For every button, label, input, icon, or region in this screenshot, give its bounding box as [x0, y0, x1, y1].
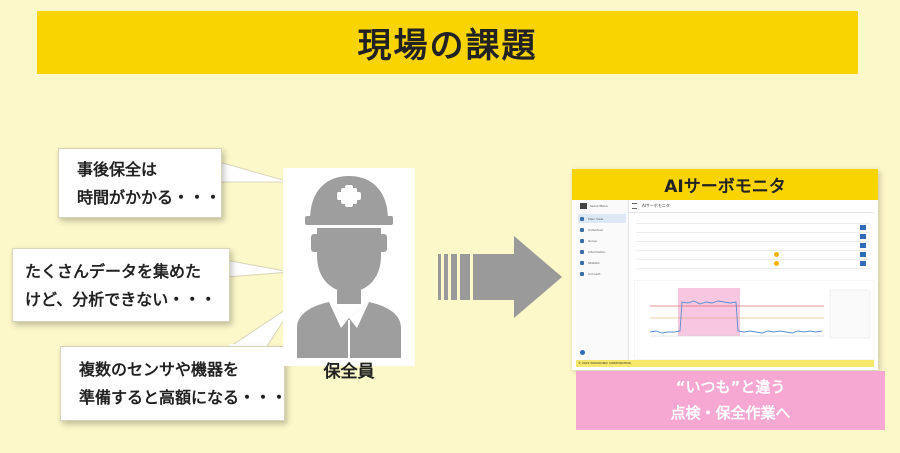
menu-icon [580, 271, 584, 276]
table-row[interactable] [636, 223, 870, 233]
table-row[interactable] [636, 241, 870, 251]
sidebar-item-main-view[interactable]: Main View [578, 214, 626, 223]
menu-icon [580, 216, 584, 221]
speech-bubble-3: 複数のセンサや機器を 準備すると高額になる・・・ [60, 346, 288, 421]
worker-icon [297, 176, 401, 358]
app-footer: © 2021 PANASONIC CORPORATION [576, 360, 874, 367]
bubble-text: 時間がかかる・・・ [77, 188, 222, 207]
bubble-text: けど、分析できない・・・ [25, 290, 217, 309]
sidebar-item-statistic[interactable]: Statistic [578, 258, 626, 267]
menu-icon [580, 227, 584, 232]
action-icon[interactable] [860, 225, 866, 230]
right-arrow-icon [438, 236, 562, 318]
sidebar-item-label: Individual [588, 227, 603, 232]
bubble-text: 事後保全は [77, 160, 158, 179]
result-text: “いつも”と違う [675, 378, 786, 396]
table-row[interactable] [636, 232, 870, 242]
table-header-row [636, 214, 870, 224]
action-icon[interactable] [860, 234, 866, 239]
action-icon[interactable] [860, 261, 866, 266]
speech-bubble-2: たくさんデータを集めた けど、分析できない・・・ [12, 248, 230, 322]
help-icon[interactable] [580, 350, 585, 355]
trend-graph [634, 280, 874, 360]
result-text: 点検・保全作業へ [670, 404, 791, 422]
sidebar-item-information[interactable]: Information [578, 247, 626, 256]
speech-bubble-1: 事後保全は 時間がかかる・・・ [58, 148, 222, 218]
sidebar-item-connect[interactable]: Connect [578, 269, 626, 278]
monitor-title: AIサーボモニタ [572, 169, 878, 200]
app-brand: Servo Menu [590, 204, 608, 208]
app-tab[interactable]: AIサーボモニタ [642, 203, 670, 208]
action-icon[interactable] [860, 243, 866, 248]
table-row[interactable] [636, 259, 870, 269]
monitor-screenshot: Servo Menu Main View Individual Group In… [576, 200, 874, 367]
app-sidebar: Servo Menu Main View Individual Group In… [576, 200, 629, 360]
app-logo-icon [580, 203, 587, 209]
menu-icon [580, 260, 584, 265]
sidebar-item-individual[interactable]: Individual [578, 225, 626, 234]
warning-icon [774, 261, 779, 266]
hamburger-icon[interactable] [632, 203, 637, 209]
bubble-text: 複数のセンサや機器を [79, 360, 240, 379]
worker-illustration [283, 168, 415, 366]
bubble-text: たくさんデータを集めた [25, 262, 202, 281]
menu-icon [580, 249, 584, 254]
table-row[interactable] [636, 250, 870, 260]
sidebar-item-label: Connect [588, 271, 601, 276]
app-toolbar: AIサーボモニタ [628, 200, 874, 213]
anomaly-highlight [678, 288, 740, 336]
worker-label: 保全員 [323, 362, 375, 382]
action-icon[interactable] [860, 252, 866, 257]
bubble-text: 準備すると高額になる・・・ [79, 388, 288, 407]
result-box: “いつも”と違う 点検・保全作業へ [576, 371, 885, 430]
page-title: 現場の課題 [37, 11, 858, 74]
footer-text: © 2021 PANASONIC CORPORATION [578, 361, 631, 365]
warning-icon [774, 252, 779, 257]
sidebar-item-label: Main View [588, 216, 604, 221]
sidebar-item-label: Group [588, 238, 598, 243]
trend-series [649, 300, 823, 334]
ai-servo-monitor-panel: AIサーボモニタ Servo Menu Main View Individual… [572, 169, 878, 370]
sidebar-item-group[interactable]: Group [578, 236, 626, 245]
chart-options-panel[interactable] [829, 289, 871, 339]
menu-icon [580, 238, 584, 243]
sidebar-item-label: Statistic [588, 260, 601, 265]
sidebar-item-label: Information [588, 249, 606, 254]
